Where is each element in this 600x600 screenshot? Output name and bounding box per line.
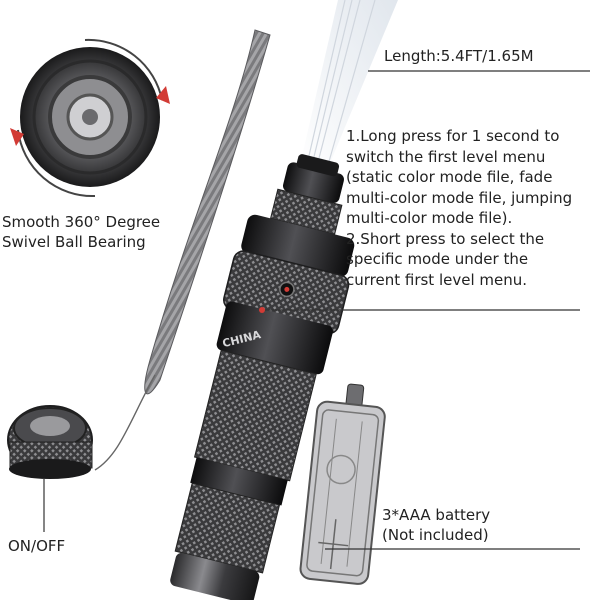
- fiber-optic-bundle: [300, 0, 398, 175]
- battery-label: 3*AAA battery (Not included): [382, 505, 490, 545]
- instruction-line: multi-color mode file).: [346, 209, 513, 227]
- instruction-line: multi-color mode file, jumping: [346, 188, 573, 207]
- instruction-line: switch the first level menu: [346, 147, 546, 166]
- onoff-label: ON/OFF: [8, 537, 66, 555]
- instruction-line: 1.Long press for 1 second to: [346, 127, 560, 145]
- instruction-line: 2.Short press to select the: [346, 229, 545, 248]
- end-cap: [7, 405, 93, 479]
- swivel-label-line: Swivel Ball Bearing: [2, 233, 146, 251]
- battery: [299, 383, 386, 585]
- leader-lines: [43, 70, 590, 550]
- swivel-label: Smooth 360° Degree Swivel Ball Bearing: [2, 212, 160, 252]
- battery-label-line: (Not included): [382, 526, 489, 544]
- swivel-bearing: [10, 38, 170, 198]
- instruction-line: current first level menu.: [346, 270, 528, 289]
- light-body: [170, 154, 355, 600]
- battery-label-line: 3*AAA battery: [382, 506, 491, 524]
- swivel-label-line: Smooth 360° Degree: [2, 213, 161, 231]
- length-label: Length:5.4FT/1.65M: [384, 47, 534, 65]
- mode-instructions: 1.Long press for 1 second to switch the …: [346, 126, 572, 290]
- instruction-line: (static color mode file, fade: [346, 168, 553, 186]
- button-indicator-dot: [259, 307, 265, 313]
- lanyard: [94, 29, 271, 471]
- instruction-line: specific mode under the: [346, 250, 529, 268]
